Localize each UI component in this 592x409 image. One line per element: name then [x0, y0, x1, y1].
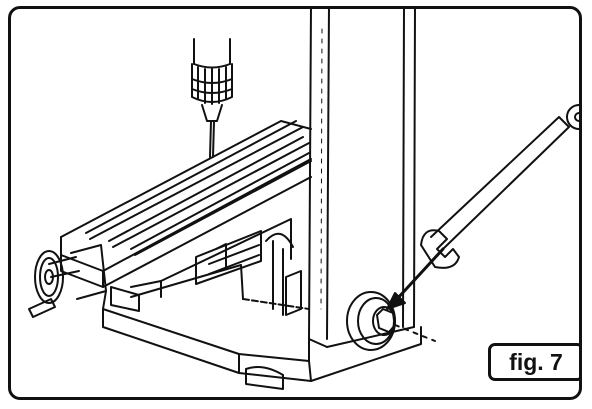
figure-label: fig. 7 [488, 343, 579, 381]
arrow-icon [386, 247, 445, 310]
figure-frame: fig. 7 [8, 6, 582, 400]
milling-machine-drawing [28, 9, 579, 390]
column-icon [308, 9, 416, 348]
nut-icon [346, 291, 436, 351]
work-table-icon [60, 120, 312, 316]
handwheel-icon [28, 244, 107, 318]
drill-chuck-icon [191, 38, 233, 158]
base-icon [102, 264, 422, 390]
wrench-icon [420, 104, 579, 269]
